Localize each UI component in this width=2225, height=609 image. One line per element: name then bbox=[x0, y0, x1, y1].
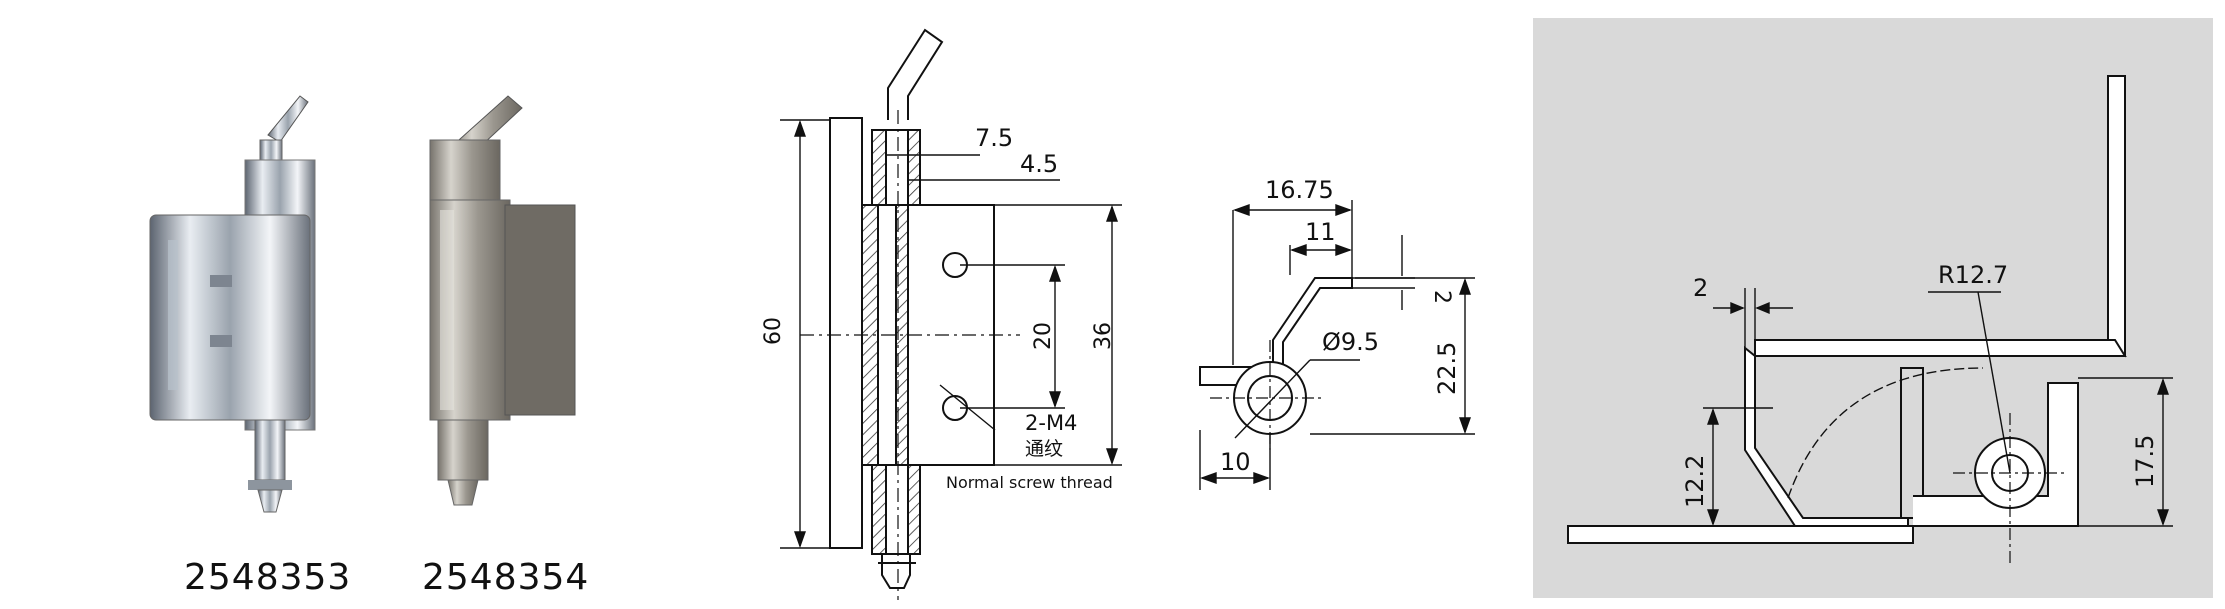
dim-60-label: 60 bbox=[761, 317, 786, 345]
product-photos bbox=[149, 95, 576, 513]
dim-20-label: 20 bbox=[1031, 322, 1056, 350]
dim-11-label: 11 bbox=[1305, 218, 1336, 246]
product-code-1: 2548353 bbox=[184, 557, 352, 598]
dim-dia-label: Ø9.5 bbox=[1322, 328, 1379, 356]
side-view-drawing: 16.75 11 2 Ø9.5 22.5 10 bbox=[1199, 176, 1475, 490]
thread-note: Normal screw thread bbox=[946, 473, 1113, 492]
open-dim-17-5-label: 17.5 bbox=[2131, 435, 2159, 488]
open-dim-2-label: 2 bbox=[1693, 274, 1708, 302]
dim-2-label: 2 bbox=[1429, 290, 1454, 304]
open-dim-r-label: R12.7 bbox=[1938, 261, 2008, 289]
dim-36-label: 36 bbox=[1091, 322, 1116, 350]
product-code-2: 2548354 bbox=[422, 557, 590, 598]
open-view-drawing: 2 R12.7 12.2 17.5 bbox=[1567, 75, 2173, 563]
dim-7-5-label: 7.5 bbox=[975, 124, 1013, 152]
thread-label: 2-M4 bbox=[1025, 411, 1077, 435]
thread-label-cn: 通纹 bbox=[1025, 438, 1063, 460]
dim-22-5-label: 22.5 bbox=[1433, 342, 1461, 395]
front-view-drawing: 60 7.5 4.5 20 36 2-M4 通纹 Normal screw th… bbox=[761, 28, 1122, 600]
hinge-photo-2548353 bbox=[149, 95, 316, 513]
hinge-photo-2548354 bbox=[429, 95, 576, 506]
open-dim-12-2-label: 12.2 bbox=[1681, 455, 1709, 508]
dim-16-75-label: 16.75 bbox=[1265, 176, 1334, 204]
dim-4-5-label: 4.5 bbox=[1020, 150, 1058, 178]
open-view-panel bbox=[1533, 18, 2213, 598]
dim-10-label: 10 bbox=[1220, 448, 1251, 476]
